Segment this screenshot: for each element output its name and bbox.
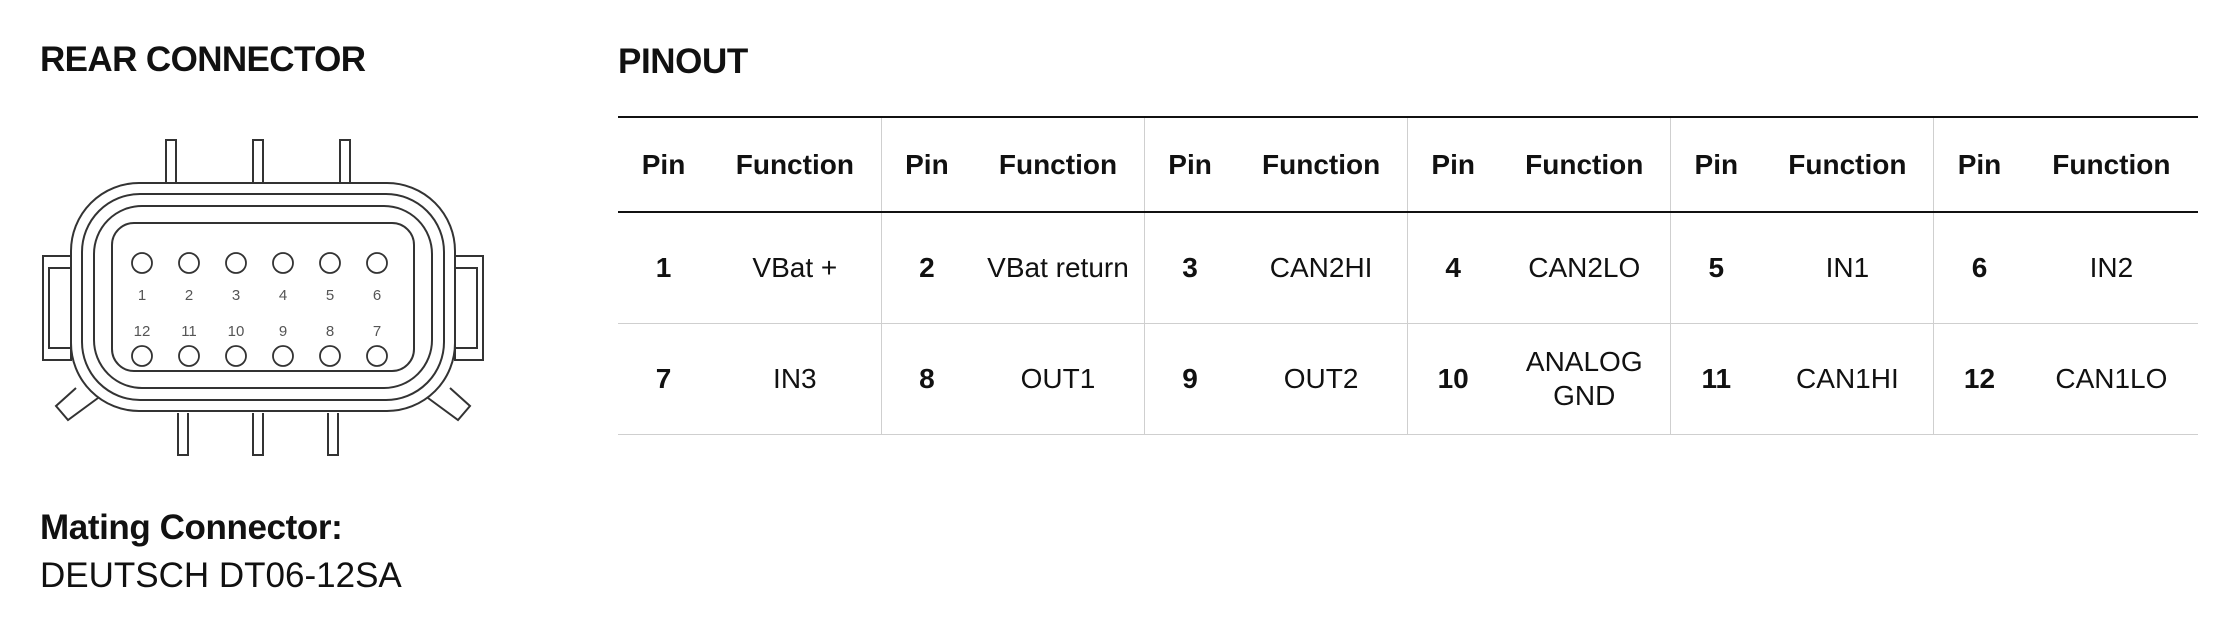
pin-label: 12 [134, 323, 151, 340]
pin-hole [131, 252, 153, 274]
pin-label: 2 [185, 287, 193, 304]
pin-label: 6 [373, 287, 381, 304]
pin-label: 11 [181, 323, 197, 340]
pin-number: 6 [1933, 212, 2025, 324]
header-pin: Pin [618, 116, 710, 213]
pin-function: VBat return [972, 212, 1145, 324]
header-pin: Pin [1143, 116, 1236, 213]
pin-number: 7 [618, 323, 710, 435]
pin-label: 5 [326, 287, 334, 304]
header-pin: Pin [1670, 116, 1762, 213]
insert-face [111, 222, 415, 372]
housing-inner [93, 205, 433, 389]
table-row: 7 IN3 8 OUT1 9 OUT2 10 ANALOG GND 11 CAN… [618, 323, 2198, 435]
pin-number: 5 [1670, 212, 1762, 324]
pin-number: 1 [618, 212, 710, 324]
pin-hole [272, 252, 294, 274]
rear-connector-title: REAR CONNECTOR [40, 40, 366, 79]
pin-function: CAN1LO [2024, 323, 2198, 435]
housing-ring [81, 193, 445, 401]
pin-function: IN2 [2024, 212, 2198, 324]
pin-number: 10 [1406, 323, 1499, 435]
pinout-table: Pin Function Pin Function Pin Function P… [618, 116, 2198, 435]
pin-hole [131, 345, 153, 367]
pin-label: 7 [373, 323, 381, 340]
pin-hole [225, 252, 247, 274]
pin-number: 9 [1143, 323, 1236, 435]
housing-outer [70, 182, 456, 412]
pin-row-bottom [131, 345, 388, 367]
pin-function: OUT1 [972, 323, 1145, 435]
header-pin: Pin [1406, 116, 1499, 213]
header-function: Function [972, 116, 1145, 213]
top-tabs [165, 139, 351, 183]
corner-feet [54, 387, 472, 422]
pin-row-top [131, 252, 388, 274]
pin-function: ANALOG GND [1498, 323, 1671, 435]
pin-number: 11 [1670, 323, 1762, 435]
pin-hole [319, 345, 341, 367]
header-function: Function [1498, 116, 1671, 213]
pin-number: 12 [1933, 323, 2025, 435]
pin-hole [178, 345, 200, 367]
pin-hole [178, 252, 200, 274]
pin-label: 3 [232, 287, 240, 304]
header-function: Function [1235, 116, 1408, 213]
pin-hole [225, 345, 247, 367]
bottom-tabs [177, 413, 339, 456]
pin-hole [366, 345, 388, 367]
pin-function: CAN1HI [1761, 323, 1934, 435]
pinout-title: PINOUT [618, 42, 748, 81]
pin-function: VBat + [709, 212, 882, 324]
pin-function: CAN2HI [1235, 212, 1408, 324]
header-function: Function [2024, 116, 2198, 213]
pin-function: IN1 [1761, 212, 1934, 324]
pin-hole [366, 252, 388, 274]
pin-number: 3 [1143, 212, 1236, 324]
pinout-header-row: Pin Function Pin Function Pin Function P… [618, 116, 2198, 213]
pin-label: 10 [228, 323, 245, 340]
pin-hole [272, 345, 294, 367]
pin-label: 1 [138, 287, 146, 304]
mating-connector-label: Mating Connector: [40, 508, 343, 547]
mating-connector-part: DEUTSCH DT06-12SA [40, 556, 402, 595]
pin-number: 4 [1406, 212, 1499, 324]
pin-number-labels: 1 2 3 4 5 6 12 11 10 9 8 7 [134, 287, 382, 340]
pin-label: 8 [326, 323, 334, 340]
pin-function: OUT2 [1235, 323, 1408, 435]
pin-function: IN3 [709, 323, 882, 435]
side-ears [42, 255, 484, 361]
pin-number: 2 [880, 212, 973, 324]
pin-label: 9 [279, 323, 287, 340]
pin-hole [319, 252, 341, 274]
pin-function: CAN2LO [1498, 212, 1671, 324]
header-function: Function [1761, 116, 1934, 213]
rear-connector-drawing: 1 2 3 4 5 6 12 11 10 9 8 7 [42, 139, 484, 456]
pin-label: 4 [279, 287, 287, 304]
pin-number: 8 [880, 323, 973, 435]
header-pin: Pin [880, 116, 973, 213]
table-row: 1 VBat + 2 VBat return 3 CAN2HI 4 CAN2LO… [618, 212, 2198, 324]
header-function: Function [709, 116, 882, 213]
header-pin: Pin [1933, 116, 2025, 213]
